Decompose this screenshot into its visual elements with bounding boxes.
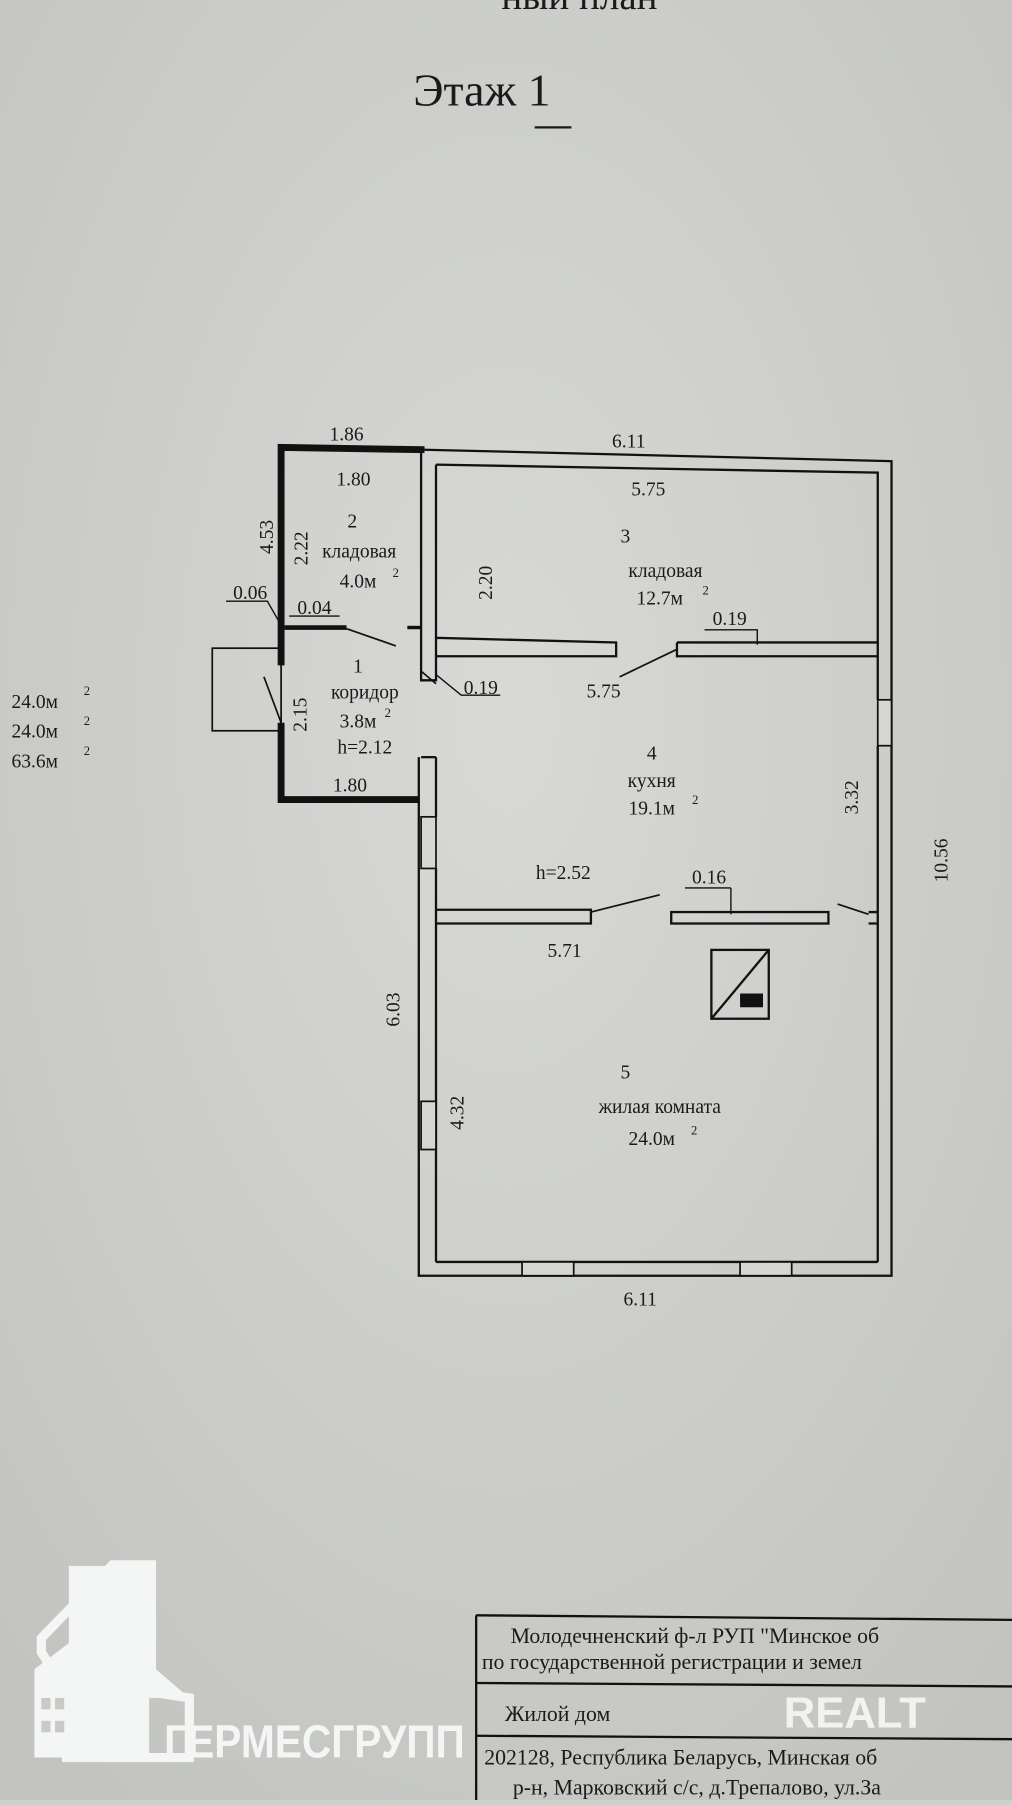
room-2-area: 4.0м — [340, 571, 377, 592]
room-1-area-sup: 2 — [385, 706, 391, 720]
dim-left-lower-outer: 6.03 — [383, 992, 404, 1026]
room-3-area-sup: 2 — [702, 583, 708, 597]
object-name: Жилой дом — [505, 1702, 611, 1726]
room-1-name: коридор — [331, 683, 399, 704]
room-5-area: 24.0м — [628, 1129, 674, 1150]
room-5-area-sup: 2 — [691, 1124, 697, 1138]
room-3-name: кладовая — [628, 561, 702, 582]
walls — [277, 443, 893, 1277]
floor-title: Этаж 1 — [413, 65, 550, 116]
dim-room3-width: 5.75 — [631, 480, 665, 501]
org-line-2: по государственной регистрации и земел — [482, 1650, 862, 1674]
window-kitchen-left — [420, 815, 437, 870]
window-kitchen-right — [876, 698, 893, 747]
doors — [211, 627, 869, 916]
dimension-leaders — [226, 600, 758, 915]
room-3-number: 3 — [620, 527, 630, 548]
dimensions: 1.86 6.11 1.80 5.75 4.53 2.22 2.20 0.06 … — [233, 425, 953, 1311]
dim-corridor-width: 1.80 — [333, 776, 367, 797]
dim-living-depth: 4.32 — [448, 1096, 469, 1130]
room-5-name: жилая комната — [598, 1097, 722, 1118]
dim-living-width-top: 5.71 — [547, 941, 581, 962]
dim-kitchen-depth: 3.32 — [842, 780, 863, 814]
dim-kitchen-width: 5.75 — [586, 682, 620, 703]
porch — [211, 647, 282, 732]
side-summary: 24.0м 24.0м 63.6м 2 2 2 — [11, 684, 90, 772]
dim-room3-depth: 2.20 — [476, 566, 497, 600]
window-living-left — [420, 1100, 437, 1151]
stove-icon — [710, 948, 770, 1020]
company-logo: ГЕРМЕСГРУПП — [34, 1560, 465, 1768]
room-4-name: кухня — [628, 771, 676, 792]
dim-room2-width: 1.80 — [336, 469, 370, 490]
dim-left-outer: 4.53 — [257, 520, 278, 554]
org-line-1: Молодечненский ф-л РУП "Минское об — [511, 1624, 880, 1648]
dim-0-19-a: 0.19 — [464, 678, 498, 699]
dim-room2-depth: 2.22 — [292, 531, 313, 565]
summary-2: 24.0м — [11, 722, 57, 743]
summary-sup-2: 2 — [84, 714, 90, 728]
dim-top-right-outer: 6.11 — [612, 431, 645, 452]
summary-sup-3: 2 — [84, 744, 90, 758]
room-2-area-sup: 2 — [393, 566, 399, 580]
room-3-area: 12.7м — [637, 589, 683, 610]
room-4-height: h=2.52 — [536, 863, 591, 884]
dim-0-04: 0.04 — [297, 598, 331, 619]
room-4-number: 4 — [647, 743, 657, 764]
room-1-area: 3.8м — [340, 711, 377, 732]
room-4-area-sup: 2 — [692, 793, 698, 807]
window-living-bottom-2 — [739, 1261, 793, 1277]
dim-bottom-outer: 6.11 — [624, 1290, 657, 1311]
plan-title-partial: ный план — [501, 0, 657, 18]
dim-0-16: 0.16 — [692, 867, 726, 888]
dim-0-06: 0.06 — [233, 583, 267, 604]
dim-top-left-outer: 1.86 — [329, 425, 363, 446]
windows — [420, 698, 893, 1277]
room-4-area: 19.1м — [628, 799, 674, 820]
title-block: Молодечненский ф-л РУП "Минское об по го… — [475, 1614, 1012, 1800]
dim-corridor-depth: 2.15 — [290, 698, 311, 732]
room-2-name: кладовая — [322, 542, 396, 563]
window-living-bottom-1 — [521, 1261, 575, 1277]
room-1-height: h=2.12 — [337, 738, 392, 759]
summary-1: 24.0м — [11, 692, 57, 713]
room-1-number: 1 — [353, 656, 363, 677]
dim-right-outer: 10.56 — [932, 838, 953, 882]
dim-0-19-b: 0.19 — [713, 609, 747, 630]
watermark: REALT — [784, 1690, 926, 1738]
address-line-2: р-н, Марковский с/с, д.Трепалово, ул.За — [513, 1775, 881, 1799]
summary-sup-1: 2 — [84, 684, 90, 698]
address-line-1: 202128, Республика Беларусь, Минская об — [484, 1745, 877, 1769]
room-2-number: 2 — [347, 512, 357, 533]
logo-text: ГЕРМЕСГРУПП — [164, 1716, 465, 1768]
room-5-number: 5 — [620, 1062, 630, 1083]
summary-3: 63.6м — [11, 751, 57, 772]
